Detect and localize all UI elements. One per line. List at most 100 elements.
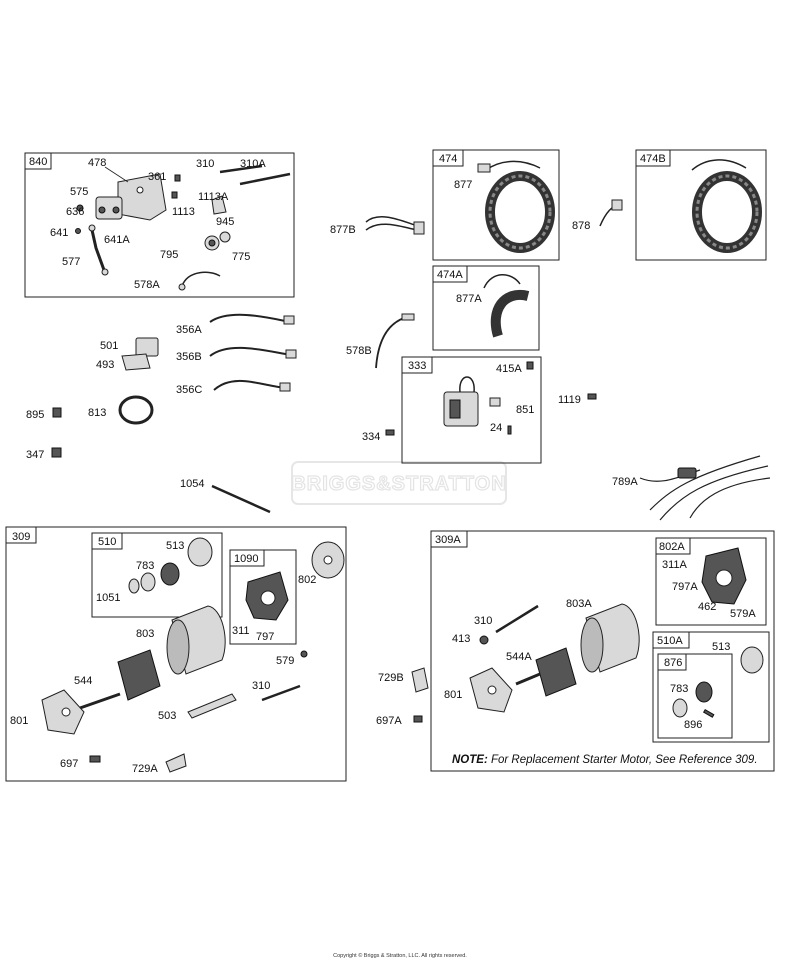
label-513-510A: 513 <box>712 641 730 653</box>
label-783: 783 <box>136 560 154 572</box>
label-544A: 544A <box>506 651 532 663</box>
kit-474: 474 877 <box>432 149 560 261</box>
cable-577 <box>90 229 106 271</box>
screw-334 <box>385 429 395 436</box>
screw-361 <box>174 174 181 182</box>
harness-356C <box>213 379 287 391</box>
screw-579 <box>300 650 308 658</box>
brand-watermark: BRIGGS&STRATTON <box>291 461 507 505</box>
wire-578B <box>375 317 405 369</box>
label-544: 544 <box>74 675 92 687</box>
label-501: 501 <box>100 340 118 352</box>
label-697: 697 <box>60 758 78 770</box>
label-803A: 803A <box>566 598 592 610</box>
label-361: 361 <box>148 171 166 183</box>
loose-wires: 877B 578B <box>330 216 425 369</box>
part-851 <box>489 397 501 407</box>
label-462: 462 <box>698 601 716 613</box>
watermark-text: BRIGGS&STRATTON <box>291 473 506 495</box>
kit-876-number: 876 <box>664 657 682 669</box>
label-503: 503 <box>158 710 176 722</box>
kit-840: 840 478 361 310 310A 575 1113A 636 111 <box>24 152 295 298</box>
label-513: 513 <box>166 540 184 552</box>
bolt-310-309A <box>495 604 539 634</box>
label-1051: 1051 <box>96 592 120 604</box>
gear-783 <box>160 562 180 586</box>
label-896: 896 <box>684 719 702 731</box>
solenoid-575 <box>95 196 123 220</box>
screw-697A <box>413 715 423 723</box>
label-578A: 578A <box>134 279 160 291</box>
part-347 <box>51 447 62 458</box>
label-310A: 310A <box>240 158 266 170</box>
label-575: 575 <box>70 186 88 198</box>
kit-474A-number: 474A <box>437 269 463 281</box>
harness-group: 356A 501 356B 493 356C 895 813 347 1054 <box>26 313 297 514</box>
label-797: 797 <box>256 631 274 643</box>
label-356B: 356B <box>176 351 202 363</box>
label-577: 577 <box>62 256 80 268</box>
kit-1090-number: 1090 <box>234 553 258 565</box>
kit-840-number: 840 <box>29 156 47 168</box>
harness-356A <box>209 313 291 323</box>
bracket-729A <box>165 753 187 773</box>
label-795: 795 <box>160 249 178 261</box>
label-24: 24 <box>490 422 502 434</box>
kit-840-tab <box>24 152 52 170</box>
label-813: 813 <box>88 407 106 419</box>
label-579A: 579A <box>730 608 756 620</box>
bolt-310 <box>219 164 263 174</box>
label-789A: 789A <box>612 476 638 488</box>
drive-513 <box>187 537 213 567</box>
relay-501 <box>135 337 159 357</box>
label-729B: 729B <box>378 672 404 684</box>
stator-474B <box>692 171 762 253</box>
label-636: 636 <box>66 206 84 218</box>
label-1113A: 1113A <box>198 191 229 203</box>
gear-783-876 <box>695 681 713 703</box>
armature-544 <box>117 649 161 701</box>
kit-474B-number: 474B <box>640 153 666 165</box>
label-478: 478 <box>88 157 106 169</box>
label-697A: 697A <box>376 715 402 727</box>
part-895 <box>52 407 62 418</box>
part-1113A <box>211 195 227 215</box>
label-347: 347 <box>26 449 44 461</box>
label-775: 775 <box>232 251 250 263</box>
part-415A <box>526 361 534 370</box>
stator-474A <box>490 289 530 338</box>
kit-309A: 309A 310 803A 413 544A 801 802A 311A 797… <box>430 530 775 772</box>
washer-775 <box>219 231 231 243</box>
label-797A: 797A <box>672 581 698 593</box>
label-729A: 729A <box>132 763 158 775</box>
label-356A: 356A <box>176 324 202 336</box>
label-311A: 311A <box>662 559 688 571</box>
kit-309-number: 309 <box>12 531 30 543</box>
label-493: 493 <box>96 359 114 371</box>
label-877A: 877A <box>456 293 482 305</box>
ignition-333 <box>443 391 479 427</box>
note-text: NOTE: For Replacement Starter Motor, See… <box>452 754 758 766</box>
label-802: 802 <box>298 574 316 586</box>
label-310-309A: 310 <box>474 615 492 627</box>
label-877B: 877B <box>330 224 356 236</box>
kit-474B: 474B 878 <box>572 149 767 261</box>
label-801-309A: 801 <box>444 689 462 701</box>
label-1054: 1054 <box>180 478 204 490</box>
harness-789A: 789A <box>612 455 771 521</box>
label-851: 851 <box>516 404 534 416</box>
kit-840-frame <box>24 152 295 298</box>
copyright-text: Copyright © Briggs & Stratton, LLC. All … <box>333 952 467 959</box>
screw-697 <box>89 755 101 763</box>
label-1119: 1119 <box>558 394 581 406</box>
bolt-310A <box>239 172 291 186</box>
bracket-729B <box>411 667 429 693</box>
label-801: 801 <box>10 715 28 727</box>
label-783-876: 783 <box>670 683 688 695</box>
pin-24 <box>507 425 512 435</box>
bracket-493 <box>121 353 151 371</box>
label-895: 895 <box>26 409 44 421</box>
stator-474 <box>485 171 555 253</box>
nut-636 <box>76 204 84 212</box>
label-579: 579 <box>276 655 294 667</box>
